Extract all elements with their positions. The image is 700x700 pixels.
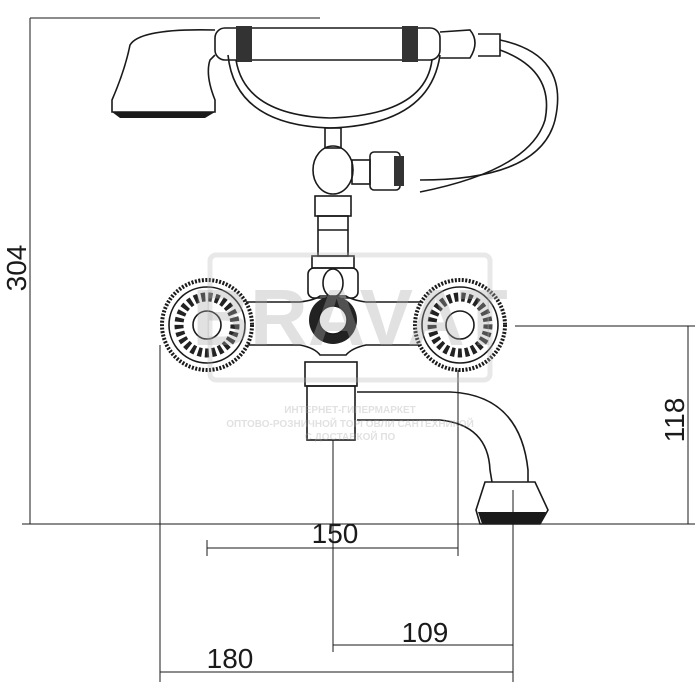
cold-handle [413, 278, 507, 372]
dimension-spout-height: 118 [659, 398, 690, 443]
hot-handle [160, 278, 254, 372]
dimension-spout-reach: 109 [402, 617, 449, 648]
spout [304, 361, 549, 525]
column [307, 127, 404, 299]
dimension-total-height: 304 [1, 245, 32, 292]
hand-shower [111, 26, 559, 193]
mixer-body [239, 295, 431, 356]
dimension-lines [22, 17, 695, 682]
watermark-line3: С ДОСТАВКОЙ ПО [305, 430, 396, 443]
dimension-overall-width: 180 [207, 643, 254, 674]
dimension-handle-spacing: 150 [312, 518, 359, 549]
watermark-line1: ИНТЕРНЕТ-ГИПЕРМАРКЕТ [284, 405, 416, 416]
watermark-line2: ОПТОВО-РОЗНИЧНОЙ ТОРГОВЛИ САНТЕХНИКОЙ [226, 417, 474, 430]
shower-cradle [227, 54, 441, 129]
